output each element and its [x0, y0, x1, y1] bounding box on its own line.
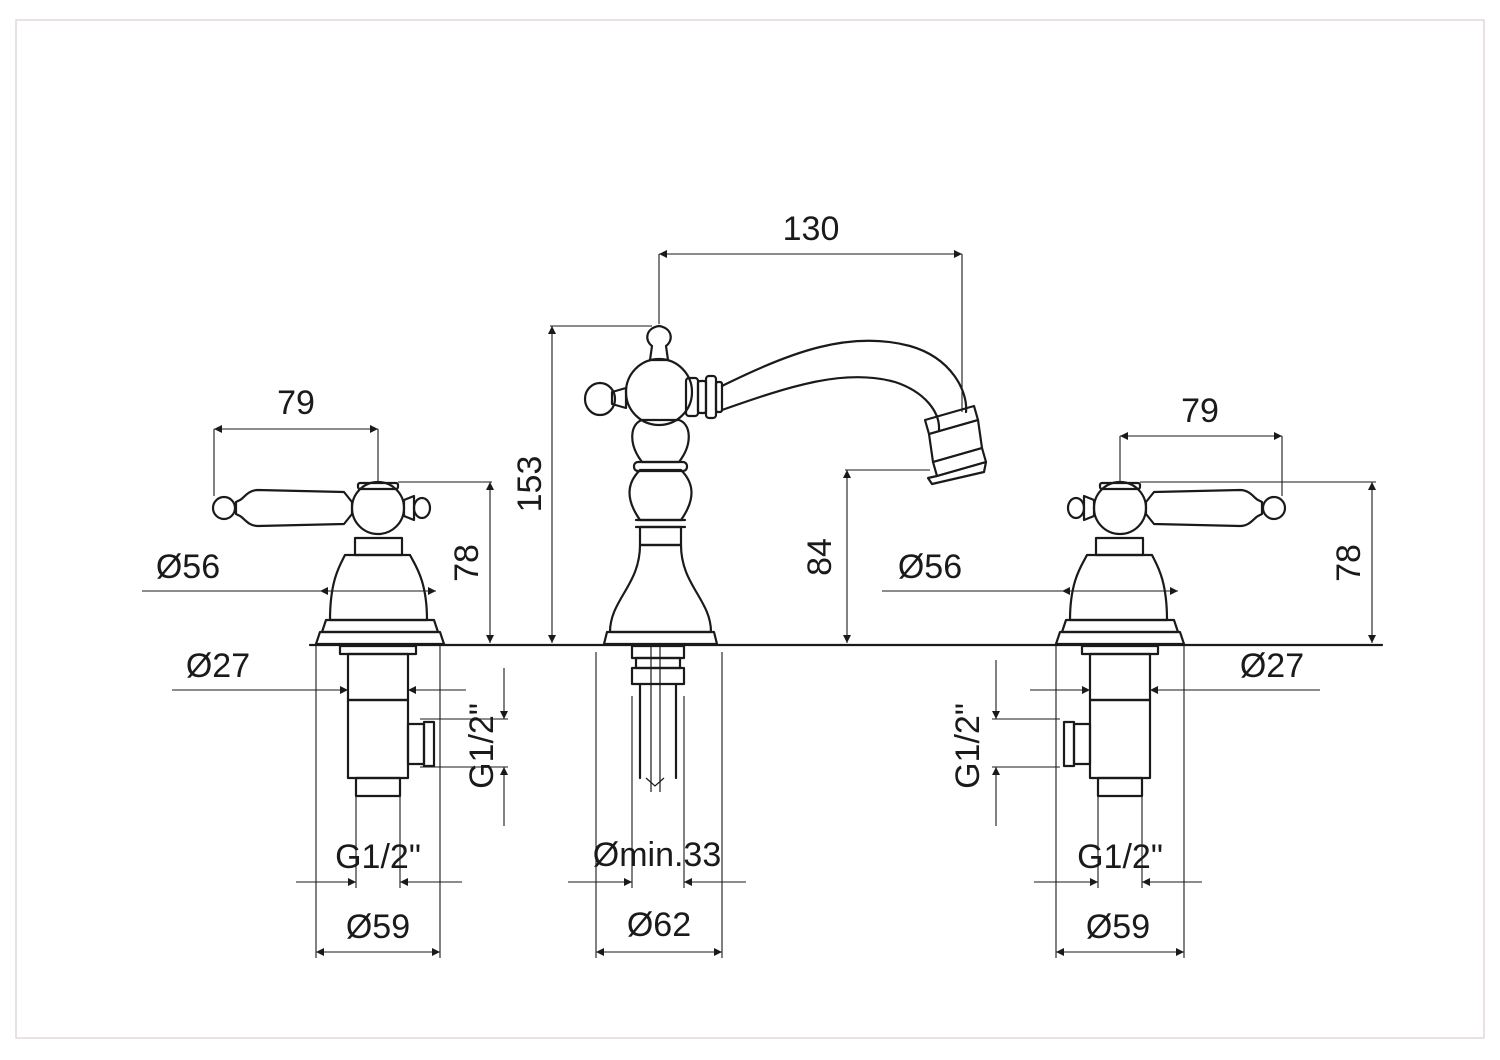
- dim-label-spout-reach: 130: [783, 210, 840, 248]
- dim-label-center-base-dia: Ø62: [627, 906, 691, 944]
- dim-label-left-outlet-thread: G1/2": [335, 838, 421, 876]
- dim-label-left-handle-span: 79: [277, 384, 315, 422]
- dim-label-right-base-dia: Ø59: [1086, 908, 1150, 946]
- dim-label-body-height: 153: [511, 456, 549, 513]
- left-valve-body: [211, 480, 446, 798]
- dim-label-right-handle-span: 79: [1181, 392, 1219, 430]
- dim-label-right-shank-dia: Ø27: [1240, 647, 1304, 685]
- dim-label-left-flange-dia: Ø56: [156, 548, 220, 586]
- sheet-frame: [15, 19, 1485, 1039]
- dim-label-right-outlet-thread: G1/2": [1077, 838, 1163, 876]
- dim-label-right-handle-height: 78: [1330, 544, 1368, 582]
- dimension-labels: 130 153 84 79 78 Ø56 Ø27 G1/2" G1/2" Ø59…: [156, 210, 1368, 946]
- dimension-lines: [142, 250, 1376, 958]
- dim-label-left-shank-dia: Ø27: [186, 647, 250, 685]
- dim-label-left-base-dia: Ø59: [346, 908, 410, 946]
- dim-label-left-handle-height: 78: [448, 544, 486, 582]
- center-underside: [630, 644, 686, 792]
- bidet-spout: [720, 339, 988, 486]
- dim-label-spout-height: 84: [801, 538, 839, 576]
- center-mixer-body: [583, 324, 724, 646]
- dim-label-right-inlet-thread: G1/2": [949, 703, 987, 789]
- dim-label-min-hole-dia: Ømin.33: [593, 836, 722, 874]
- dim-label-right-flange-dia: Ø56: [898, 548, 962, 586]
- dim-label-left-inlet-thread: G1/2": [463, 703, 501, 789]
- right-valve-body: [1054, 480, 1287, 798]
